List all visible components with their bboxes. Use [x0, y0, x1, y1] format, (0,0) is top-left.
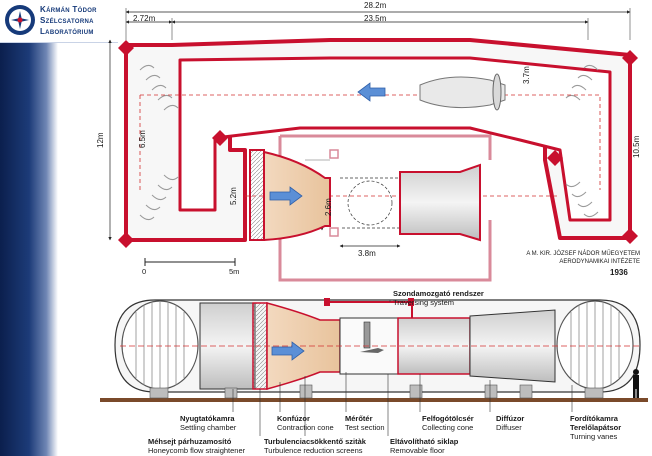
label-screens: Turbulenciacsökkentő szitàk Turbulence r… [264, 437, 366, 455]
plan-test-section [340, 177, 401, 229]
fan-blade [492, 73, 502, 111]
label-honeycomb-hu: Méhsejt párhuzamosító [148, 437, 232, 446]
label-diffuser: Diffúzor Diffuser [496, 414, 524, 432]
label-test-hu: Mérőtér [345, 414, 373, 423]
label-turning: Fordítókamra Terelőlapátsor Turning vane… [570, 414, 621, 441]
label-settling-hu: Nyugtatókamra [180, 414, 235, 423]
label-settling-en: Settling chamber [180, 423, 237, 432]
label-traversing: Szondamozgató rendszer Traversing system [393, 289, 484, 307]
label-traversing-en: Traversing system [393, 298, 454, 307]
label-turning-en: Turning vanes [570, 432, 618, 441]
leader-lines [232, 300, 573, 436]
logo-line-3: Laboratórium [40, 27, 94, 36]
label-test: Mérőtér Test section [345, 414, 385, 432]
institute-note: A M. KIR. JÓZSEF NÁDOR MŰEGYETEM AERODYN… [500, 250, 640, 266]
label-turning-hu: Fordítókamra [570, 414, 618, 423]
dim-right-height: 10.5m [632, 135, 641, 158]
label-test-en: Test section [345, 423, 385, 432]
dim-inner-length: 23.5m [364, 14, 387, 23]
label-collecting-hu: Felfogótölcsér [422, 414, 474, 423]
scale-five: 5m [229, 267, 240, 276]
lab-logo: Kármán Tódor Szélcsatorna Laboratórium [0, 0, 118, 43]
label-screens-hu: Turbulenciacsökkentő szitàk [264, 437, 366, 446]
dim-height-overall: 12m [96, 132, 105, 148]
logo-line-1: Kármán Tódor [40, 5, 97, 14]
institute-year: 1936 [610, 268, 628, 277]
dim-left-offset: 2.72m [133, 14, 156, 23]
logo-line-2: Szélcsatorna [40, 16, 94, 25]
side-view [100, 298, 648, 436]
label-screens-en: Turbulence reduction screens [264, 446, 363, 455]
label-diffuser-en: Diffuser [496, 423, 522, 432]
plan-turning-vanes [139, 64, 599, 221]
scale-zero: 0 [142, 267, 147, 276]
label-floor-en: Removable floor [390, 446, 445, 455]
main-flow-arrow [269, 186, 303, 206]
dim-test-diameter: 2.6m [324, 198, 333, 216]
corner-markers [118, 40, 638, 248]
label-contraction-en: Contraction cone [277, 423, 334, 432]
label-floor-hu: Eltávolítható siklap [390, 437, 459, 446]
institute-line-2: AERODYNAMIKAI INTÉZETE [559, 259, 640, 265]
label-collecting: Felfogótölcsér Collecting cone [422, 414, 474, 432]
label-settling: Nyugtatókamra Settling chamber [180, 414, 236, 432]
dim-height-inner: 6.5m [138, 130, 147, 148]
plan-view [108, 8, 638, 282]
logo-text: Kármán Tódor Szélcsatorna Laboratórium [40, 4, 97, 37]
label-turning-hu2: Terelőlapátsor [570, 423, 622, 432]
ground-line [100, 398, 648, 402]
dim-overall-length: 28.2m [364, 1, 387, 10]
propeller-logo-icon [5, 5, 35, 35]
return-flow-arrow [357, 82, 386, 102]
label-honeycomb-en: Honeycomb flow straightener [148, 446, 246, 455]
sidebar-band [0, 0, 58, 456]
institute-line-1: A M. KIR. JÓZSEF NÁDOR MŰEGYETEM [526, 251, 640, 257]
plan-honeycomb [249, 149, 265, 241]
plan-centerline [139, 94, 601, 190]
dim-test-length: 3.8m [358, 249, 376, 258]
label-floor: Eltávolítható siklap Removable floor [390, 437, 458, 455]
side-flow-arrow [271, 341, 305, 361]
label-contraction: Konfúzor Contraction cone [277, 414, 334, 432]
label-honeycomb: Méhsejt párhuzamosító Honeycomb flow str… [148, 437, 245, 455]
dim-chamber-height: 5.2m [229, 187, 238, 205]
side-settling-chamber [199, 302, 256, 390]
model-support [363, 321, 371, 349]
label-collecting-en: Collecting cone [422, 423, 474, 432]
support-legs [149, 384, 604, 399]
plan-collecting-cone [399, 163, 481, 242]
person-scale-figure [633, 369, 639, 398]
dim-fan-diameter: 3.7m [522, 66, 531, 84]
label-diffuser-hu: Diffúzor [496, 414, 525, 423]
fan-nacelle [419, 76, 506, 109]
label-contraction-hu: Konfúzor [277, 414, 310, 423]
label-traversing-hu: Szondamozgató rendszer [393, 289, 484, 298]
